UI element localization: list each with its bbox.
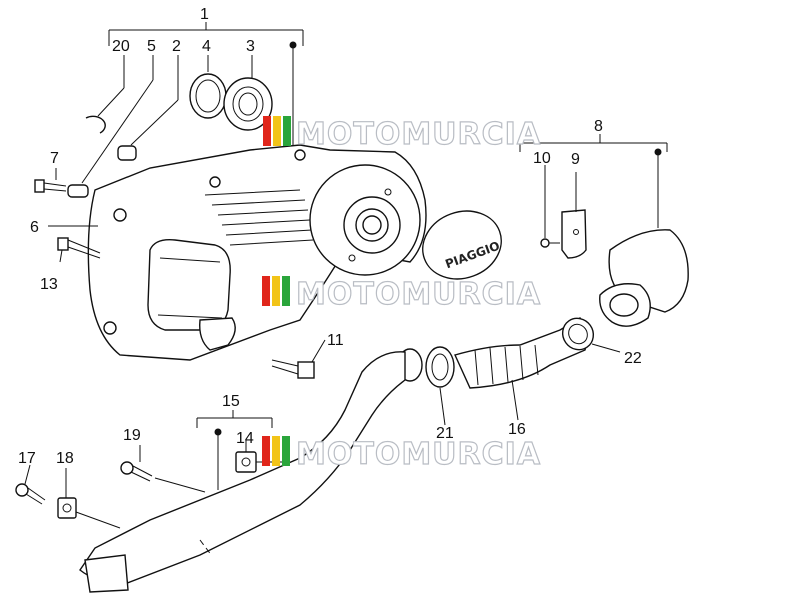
callout-2: 2	[172, 38, 181, 55]
watermark-text-2: MOTOMURCIA	[296, 277, 541, 312]
bolt-7	[34, 179, 67, 193]
pin-5	[67, 184, 89, 198]
long-duct	[79, 351, 406, 593]
callout-18: 18	[56, 450, 74, 467]
callout-8: 8	[594, 118, 603, 135]
callout-22: 22	[624, 350, 642, 367]
callout-16: 16	[508, 421, 526, 438]
callout-14: 14	[236, 430, 254, 447]
watermark-2: MOTOMURCIA	[262, 276, 541, 313]
callout-6: 6	[30, 219, 39, 236]
screw-17	[15, 483, 46, 505]
callout-13: 13	[40, 276, 58, 293]
callout-1: 1	[200, 6, 209, 23]
screw-10	[540, 238, 560, 248]
callout-5: 5	[147, 38, 156, 55]
circlip-20	[85, 115, 106, 134]
watermark-1: MOTOMURCIA	[263, 116, 541, 153]
callout-17: 17	[18, 450, 36, 467]
callout-20: 20	[112, 38, 130, 55]
callout-7: 7	[50, 150, 59, 167]
bracket-plate-9	[561, 209, 587, 259]
watermark-text-3: MOTOMURCIA	[296, 437, 541, 472]
bracket-1	[108, 22, 304, 158]
hose-assembly	[397, 317, 595, 389]
bolt-11	[271, 359, 315, 379]
duct-cover	[599, 229, 689, 327]
clip-14	[235, 451, 257, 473]
callout-10: 10	[533, 150, 551, 167]
bracket-8	[519, 134, 668, 228]
screw-19	[120, 461, 153, 482]
callout-11: 11	[327, 332, 344, 349]
nut-18	[57, 497, 77, 519]
callout-19: 19	[123, 427, 141, 444]
leader-lines	[24, 55, 621, 529]
watermark-3: MOTOMURCIA	[262, 436, 541, 473]
callout-9: 9	[571, 151, 580, 168]
ring-4	[189, 73, 227, 119]
bearing-3	[223, 77, 273, 131]
callouts: 1 2 3 4 5 6 7 8 9 10 11 13 14 15 16 17 1…	[18, 6, 642, 467]
callout-4: 4	[202, 38, 211, 55]
transmission-cover	[87, 144, 427, 361]
watermark-text-1: MOTOMURCIA	[296, 117, 541, 152]
dowel-2	[117, 145, 137, 161]
callout-3: 3	[246, 38, 255, 55]
callout-15: 15	[222, 393, 240, 410]
stud-13	[57, 237, 101, 259]
callout-21: 21	[436, 425, 454, 442]
bracket-15	[196, 410, 273, 490]
